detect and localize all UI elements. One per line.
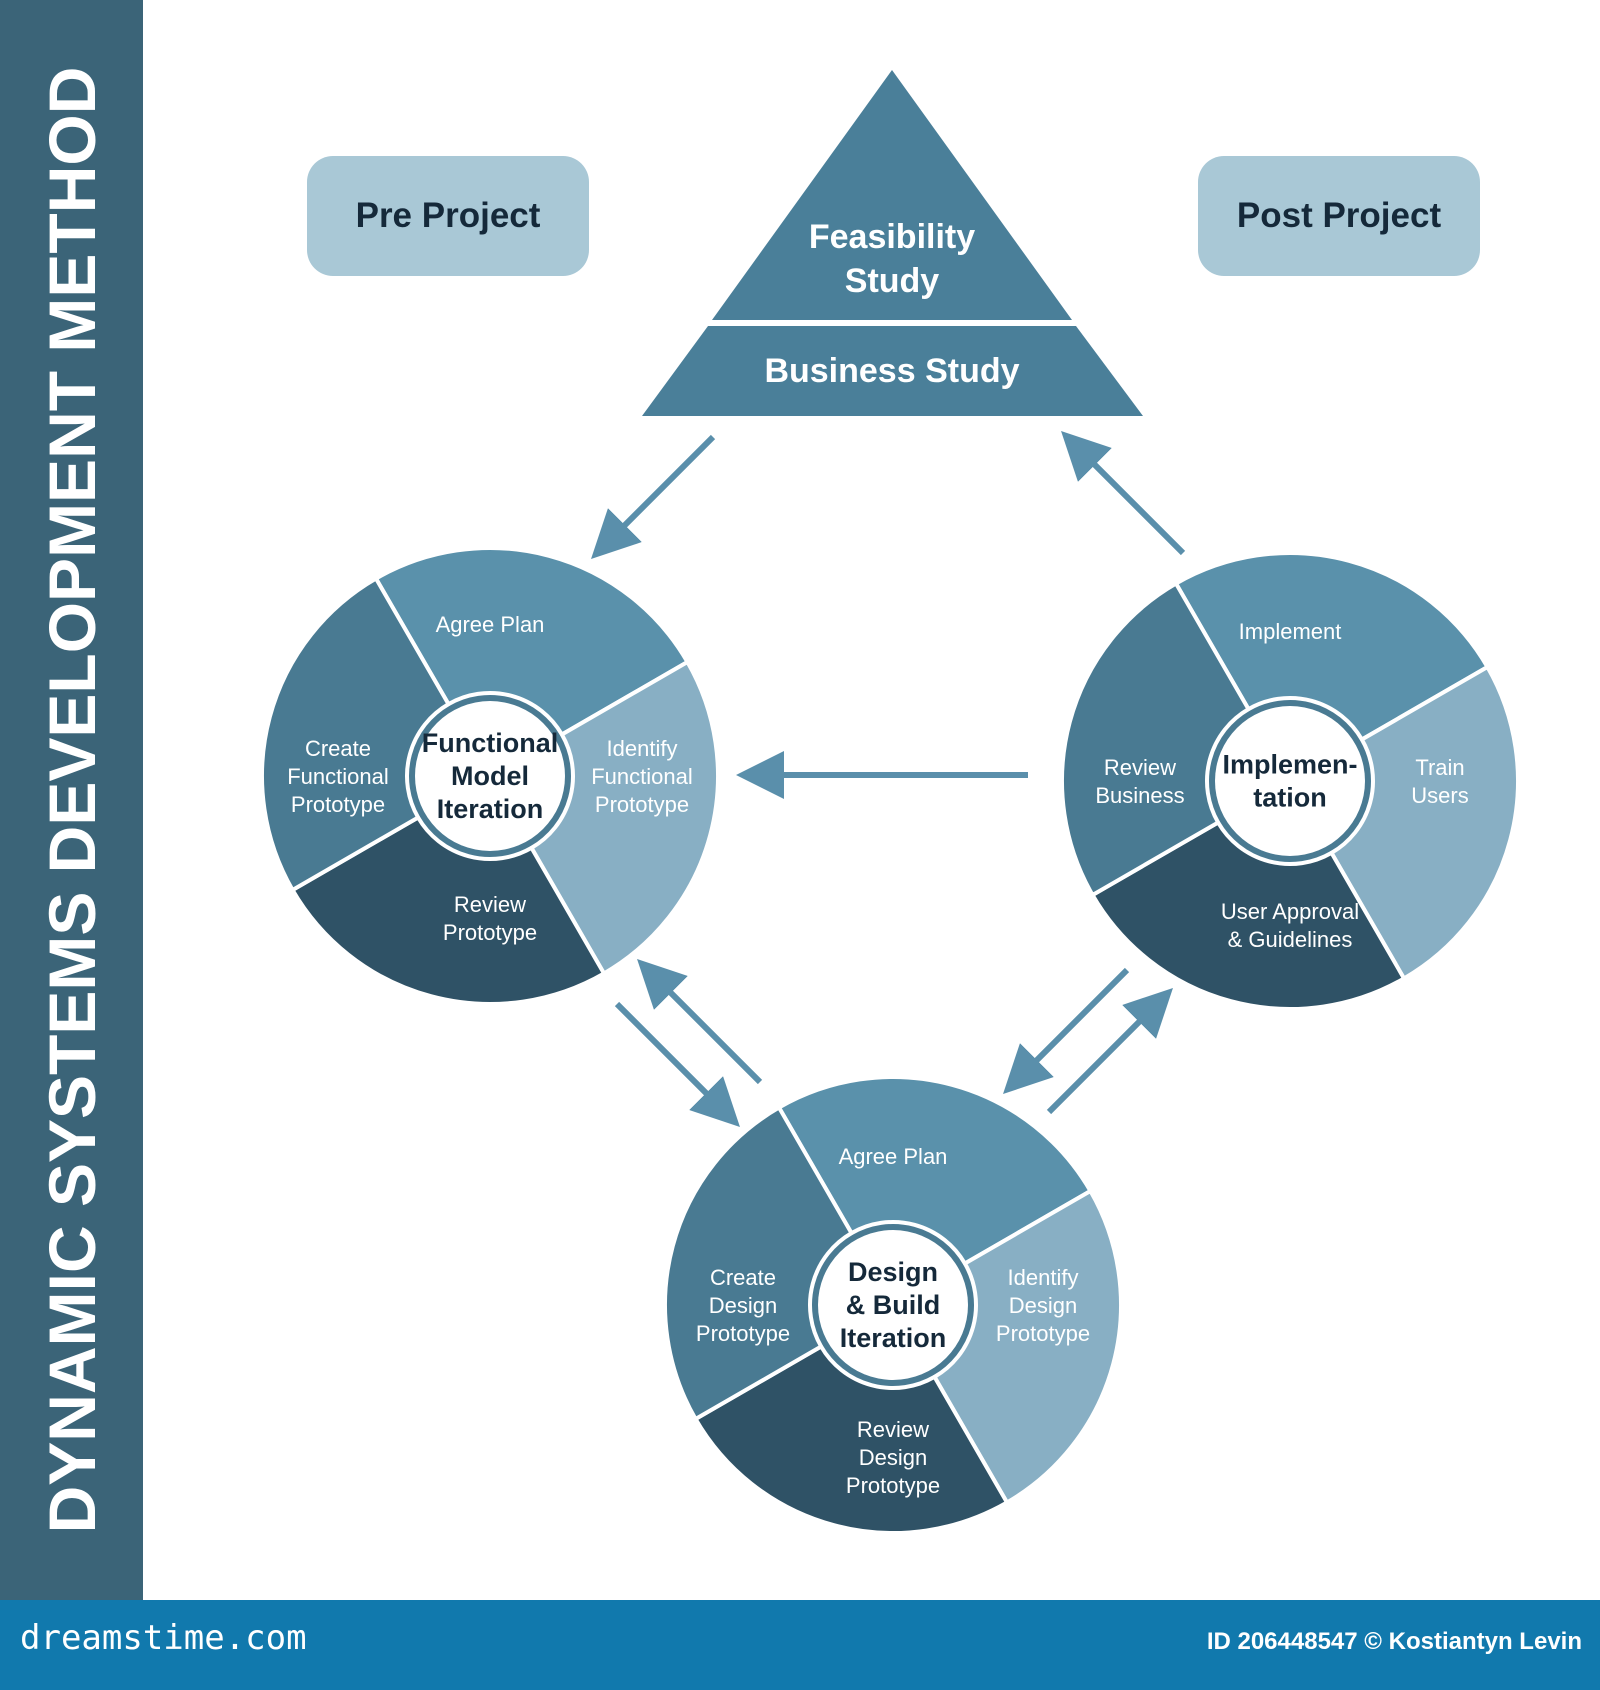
arrow-design-to-implementation xyxy=(1046,988,1173,1115)
post-project-label: Post Project xyxy=(1236,196,1442,235)
footer-bar: dreamstime.com ID 206448547 © Kostiantyn… xyxy=(0,1600,1600,1690)
post-project-box: Post Project xyxy=(1198,156,1480,276)
design-center-label-3: Iteration xyxy=(840,1323,947,1353)
design-segment-2 xyxy=(932,1189,1123,1505)
pre-project-label: Pre Project xyxy=(355,196,541,235)
design-segment-4-label-2: Design xyxy=(709,1293,777,1318)
feasibility-triangle: Feasibility Study Business Study xyxy=(642,70,1143,416)
implementation-center-circle xyxy=(1215,706,1365,856)
design-segment-3-label-1: Review xyxy=(857,1417,929,1442)
functional-segment-3 xyxy=(290,815,606,1006)
functional-segment-1 xyxy=(374,546,690,737)
design-segment-1-label-1: Agree Plan xyxy=(839,1144,948,1169)
functional-center-label-2: Model xyxy=(451,761,529,791)
design-segment-1 xyxy=(777,1075,1093,1266)
implementation-segment-4-label-1: Review xyxy=(1104,755,1176,780)
arrow-implementation-to-triangle xyxy=(1061,431,1186,556)
design-center-label-2: & Build xyxy=(846,1290,941,1320)
design-segment-4-label-1: Create xyxy=(710,1265,776,1290)
implementation-segment-1 xyxy=(1174,551,1490,742)
design-segment-3 xyxy=(693,1344,1009,1535)
design-segment-4 xyxy=(663,1105,854,1421)
functional-segment-2-label-2: Functional xyxy=(591,764,693,789)
functional-segment-1-label-1: Agree Plan xyxy=(436,612,545,637)
design-segment-3-label-2: Design xyxy=(859,1445,927,1470)
feasibility-label-2: Study xyxy=(845,262,940,300)
functional-model-cycle: Agree PlanIdentifyFunctionalPrototypeRev… xyxy=(260,546,720,1006)
design-center-circle xyxy=(818,1230,968,1380)
implementation-segment-4-label-2: Business xyxy=(1095,783,1184,808)
functional-segment-4-label-2: Functional xyxy=(287,764,389,789)
implementation-center-label-2: tation xyxy=(1253,783,1327,813)
functional-segment-4-label-3: Prototype xyxy=(291,792,385,817)
implementation-center-label-1: Implemen- xyxy=(1222,750,1357,780)
functional-segment-2 xyxy=(529,660,720,976)
implementation-segment-3 xyxy=(1090,820,1406,1011)
design-segment-2-label-1: Identify xyxy=(1008,1265,1079,1290)
footer-brand: dreamstime.com xyxy=(20,1618,307,1658)
design-segment-2-label-3: Prototype xyxy=(996,1321,1090,1346)
flow-arrows xyxy=(591,431,1186,1127)
implementation-segment-3-label-2: & Guidelines xyxy=(1228,927,1353,952)
implementation-segment-2-label-2: Users xyxy=(1411,783,1468,808)
arrow-design-to-functional xyxy=(637,959,763,1085)
functional-segment-2-label-3: Prototype xyxy=(595,792,689,817)
design-center-label-1: Design xyxy=(848,1257,938,1287)
title-band: DYNAMIC SYSTEMS DEVELOPMENT METHOD xyxy=(0,0,143,1600)
functional-center-label-1: Functional xyxy=(422,728,559,758)
functional-center-label-3: Iteration xyxy=(437,794,544,824)
design-segment-2-label-2: Design xyxy=(1009,1293,1077,1318)
arrow-functional-to-design xyxy=(614,1001,740,1127)
business-study-label: Business Study xyxy=(764,352,1019,390)
functional-center-circle xyxy=(415,701,565,851)
implementation-segment-2 xyxy=(1329,665,1520,981)
arrow-triangle-to-functional xyxy=(591,434,716,559)
functional-segment-4 xyxy=(260,576,451,892)
functional-segment-2-label-1: Identify xyxy=(607,736,678,761)
feasibility-section xyxy=(712,70,1072,320)
arrow-implementation-to-design xyxy=(1003,967,1130,1094)
business-study-section xyxy=(642,326,1143,416)
implementation-segment-2-label-1: Train xyxy=(1415,755,1464,780)
pre-project-box: Pre Project xyxy=(307,156,589,276)
functional-segment-4-label-1: Create xyxy=(305,736,371,761)
feasibility-label-1: Feasibility xyxy=(809,218,975,256)
footer-credit: ID 206448547 © Kostiantyn Levin xyxy=(1206,1628,1582,1655)
design-segment-3-label-3: Prototype xyxy=(846,1473,940,1498)
functional-segment-3-label-1: Review xyxy=(454,892,526,917)
implementation-segment-1-label-1: Implement xyxy=(1239,619,1342,644)
implementation-segment-4 xyxy=(1060,581,1251,897)
design-segment-4-label-3: Prototype xyxy=(696,1321,790,1346)
functional-segment-3-label-2: Prototype xyxy=(443,920,537,945)
design-build-cycle: Agree PlanIdentifyDesignPrototypeReviewD… xyxy=(663,1075,1123,1535)
dsdm-diagram: Feasibility Study Business Study Agree P… xyxy=(260,70,1520,1535)
implementation-segment-3-label-1: User Approval xyxy=(1221,899,1359,924)
